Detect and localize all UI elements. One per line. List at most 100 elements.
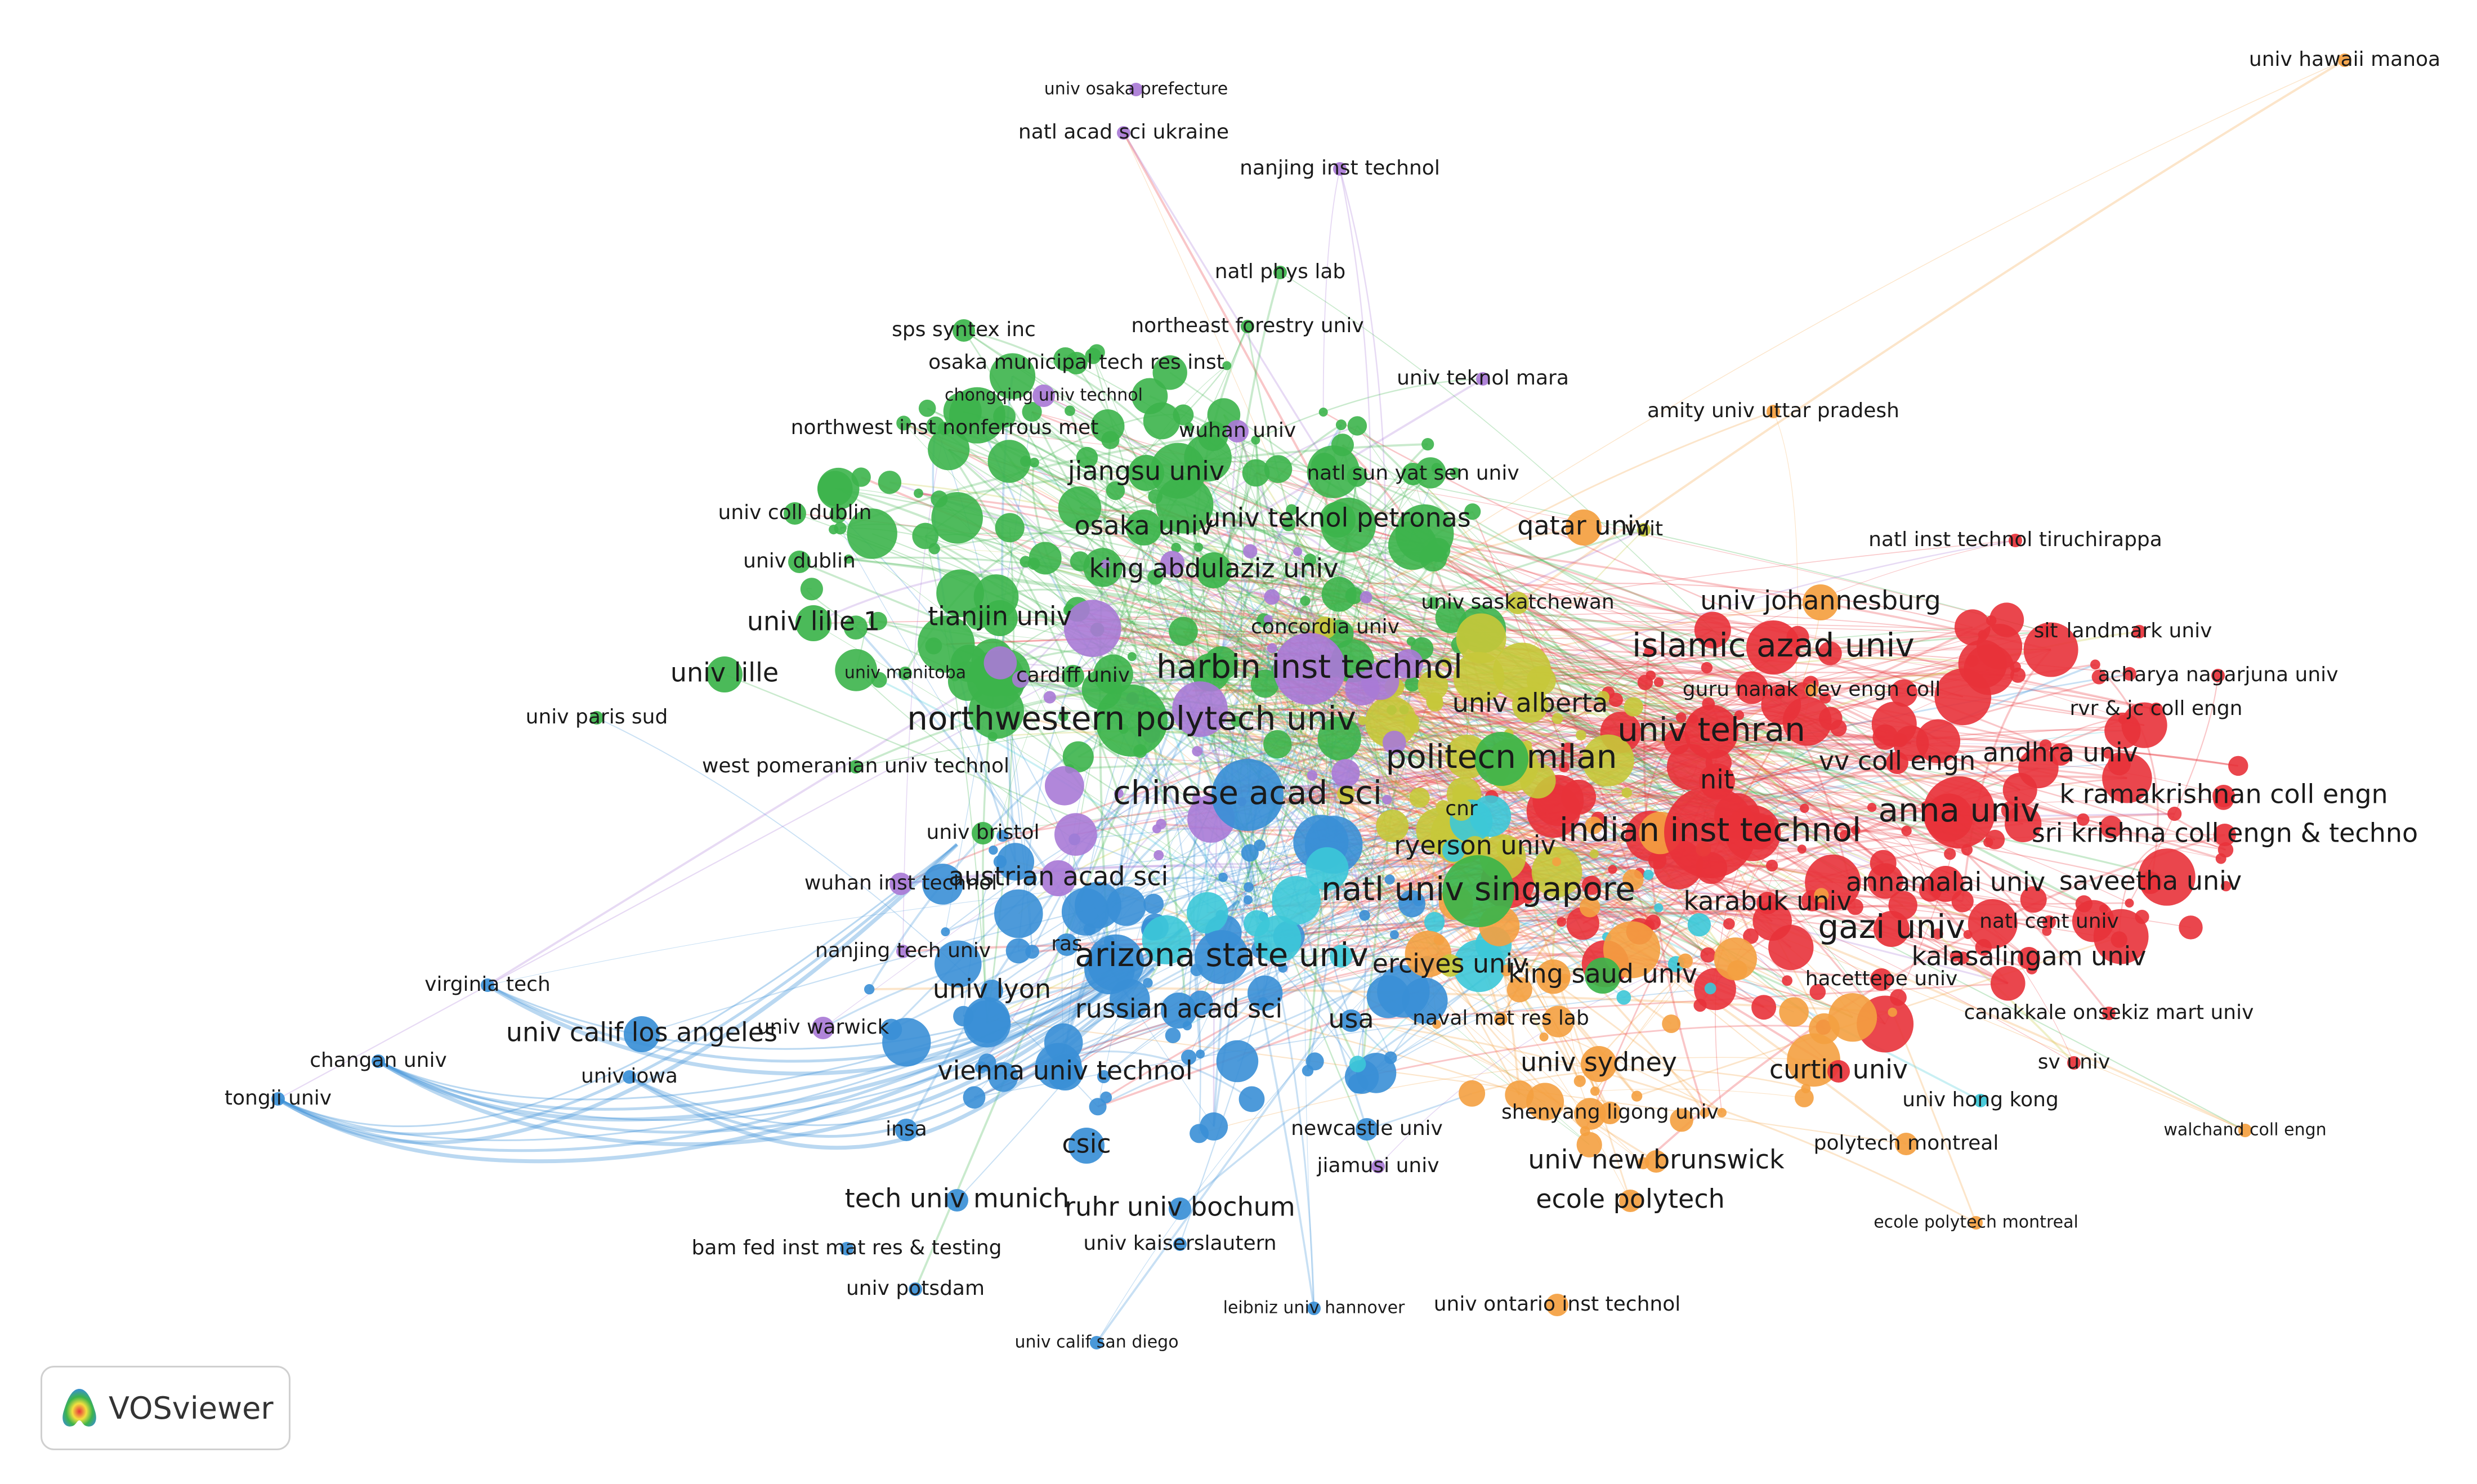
- institution-node[interactable]: [1216, 1040, 1259, 1083]
- institution-node[interactable]: [1932, 928, 1943, 940]
- institution-node[interactable]: [2042, 915, 2056, 929]
- institution-node[interactable]: [2338, 53, 2351, 67]
- institution-node[interactable]: [1767, 405, 1780, 418]
- institution-node[interactable]: [1494, 1012, 1508, 1026]
- institution-node[interactable]: [2091, 669, 2107, 685]
- institution-node[interactable]: [1839, 830, 1850, 841]
- institution-node[interactable]: [1574, 1098, 1606, 1130]
- institution-node[interactable]: [1585, 958, 1621, 994]
- institution-node[interactable]: [1442, 855, 1514, 927]
- institution-node[interactable]: [1241, 320, 1254, 333]
- institution-node[interactable]: [1950, 951, 1961, 962]
- institution-node[interactable]: [1581, 875, 1602, 895]
- institution-node[interactable]: [1916, 719, 1961, 763]
- institution-node[interactable]: [1557, 917, 1567, 927]
- institution-node[interactable]: [889, 873, 912, 895]
- institution-node[interactable]: [1450, 798, 1473, 821]
- institution-node[interactable]: [1888, 1007, 1897, 1017]
- institution-node[interactable]: [2102, 1007, 2116, 1020]
- institution-node[interactable]: [1585, 816, 1603, 834]
- institution-node[interactable]: [1029, 458, 1039, 468]
- institution-node[interactable]: [987, 440, 1031, 483]
- institution-node[interactable]: [1345, 587, 1363, 605]
- institution-node[interactable]: [1874, 911, 1910, 947]
- institution-node[interactable]: [1552, 713, 1563, 725]
- institution-node[interactable]: [1431, 463, 1442, 474]
- institution-node[interactable]: [909, 1282, 922, 1296]
- institution-node[interactable]: [1062, 665, 1084, 687]
- institution-node[interactable]: [1187, 892, 1228, 934]
- institution-node[interactable]: [1273, 633, 1345, 705]
- institution-node[interactable]: [1307, 1302, 1321, 1315]
- institution-node[interactable]: [847, 508, 897, 559]
- institution-node[interactable]: [1552, 857, 1562, 866]
- institution-node[interactable]: [1195, 930, 1249, 984]
- institution-node[interactable]: [2238, 1124, 2252, 1137]
- institution-node[interactable]: [1251, 435, 1260, 445]
- institution-node[interactable]: [968, 683, 1025, 739]
- institution-node[interactable]: [1096, 685, 1168, 757]
- institution-node[interactable]: [1257, 997, 1269, 1009]
- institution-node[interactable]: [1156, 476, 1214, 534]
- institution-node[interactable]: [1452, 784, 1470, 802]
- institution-node[interactable]: [1828, 993, 1877, 1042]
- institution-node[interactable]: [1714, 937, 1757, 981]
- institution-node[interactable]: [2212, 785, 2235, 807]
- institution-node[interactable]: [1546, 1294, 1568, 1316]
- institution-node[interactable]: [1126, 509, 1162, 546]
- institution-node[interactable]: [1870, 850, 1897, 877]
- institution-node[interactable]: [1181, 1049, 1197, 1065]
- institution-node[interactable]: [1734, 710, 1745, 720]
- institution-node[interactable]: [1331, 759, 1360, 788]
- institution-node[interactable]: [2018, 947, 2040, 969]
- institution-node[interactable]: [1243, 544, 1258, 558]
- institution-node[interactable]: [1432, 1020, 1442, 1029]
- labeled-node-layer[interactable]: [271, 53, 2351, 1349]
- institution-node[interactable]: [1590, 1086, 1600, 1096]
- institution-node[interactable]: [1442, 839, 1465, 862]
- institution-node[interactable]: [1293, 547, 1302, 556]
- institution-node[interactable]: [1027, 557, 1040, 570]
- institution-node[interactable]: [950, 672, 960, 682]
- institution-node[interactable]: [1032, 385, 1055, 407]
- institution-node[interactable]: [2139, 871, 2162, 894]
- institution-node[interactable]: [1814, 888, 1829, 903]
- institution-node[interactable]: [1097, 1070, 1111, 1084]
- institution-node[interactable]: [1603, 921, 1661, 978]
- institution-node[interactable]: [981, 980, 1003, 1002]
- institution-node[interactable]: [1333, 162, 1347, 176]
- institution-node[interactable]: [1382, 730, 1406, 754]
- institution-node[interactable]: [1161, 993, 1197, 1029]
- institution-node[interactable]: [1735, 671, 1768, 704]
- institution-node[interactable]: [1040, 860, 1076, 896]
- institution-node[interactable]: [1421, 438, 1434, 451]
- institution-node[interactable]: [1076, 446, 1098, 469]
- institution-node[interactable]: [1890, 989, 1907, 1006]
- institution-node[interactable]: [989, 353, 1036, 399]
- institution-node[interactable]: [1819, 692, 1831, 704]
- institution-node[interactable]: [1409, 787, 1430, 808]
- institution-node[interactable]: [1589, 849, 1599, 859]
- institution-node[interactable]: [2009, 534, 2022, 547]
- institution-node[interactable]: [1579, 896, 1600, 918]
- institution-node[interactable]: [851, 467, 871, 487]
- institution-node[interactable]: [1654, 903, 1664, 913]
- institution-node[interactable]: [1169, 616, 1198, 646]
- institution-node[interactable]: [1469, 795, 1512, 837]
- institution-node[interactable]: [1684, 705, 1738, 759]
- institution-node[interactable]: [1250, 669, 1279, 698]
- institution-node[interactable]: [1558, 761, 1570, 772]
- institution-node[interactable]: [1751, 995, 1777, 1020]
- institution-node[interactable]: [1637, 674, 1653, 690]
- institution-node[interactable]: [1717, 1108, 1727, 1118]
- institution-node[interactable]: [1539, 1032, 1549, 1042]
- institution-node[interactable]: [1204, 646, 1238, 681]
- institution-node[interactable]: [1335, 419, 1347, 431]
- institution-node[interactable]: [995, 513, 1025, 543]
- institution-node[interactable]: [1058, 486, 1102, 530]
- institution-node[interactable]: [1192, 746, 1202, 757]
- institution-node[interactable]: [1087, 934, 1144, 991]
- institution-node[interactable]: [1978, 630, 1987, 640]
- institution-node[interactable]: [1089, 1098, 1107, 1116]
